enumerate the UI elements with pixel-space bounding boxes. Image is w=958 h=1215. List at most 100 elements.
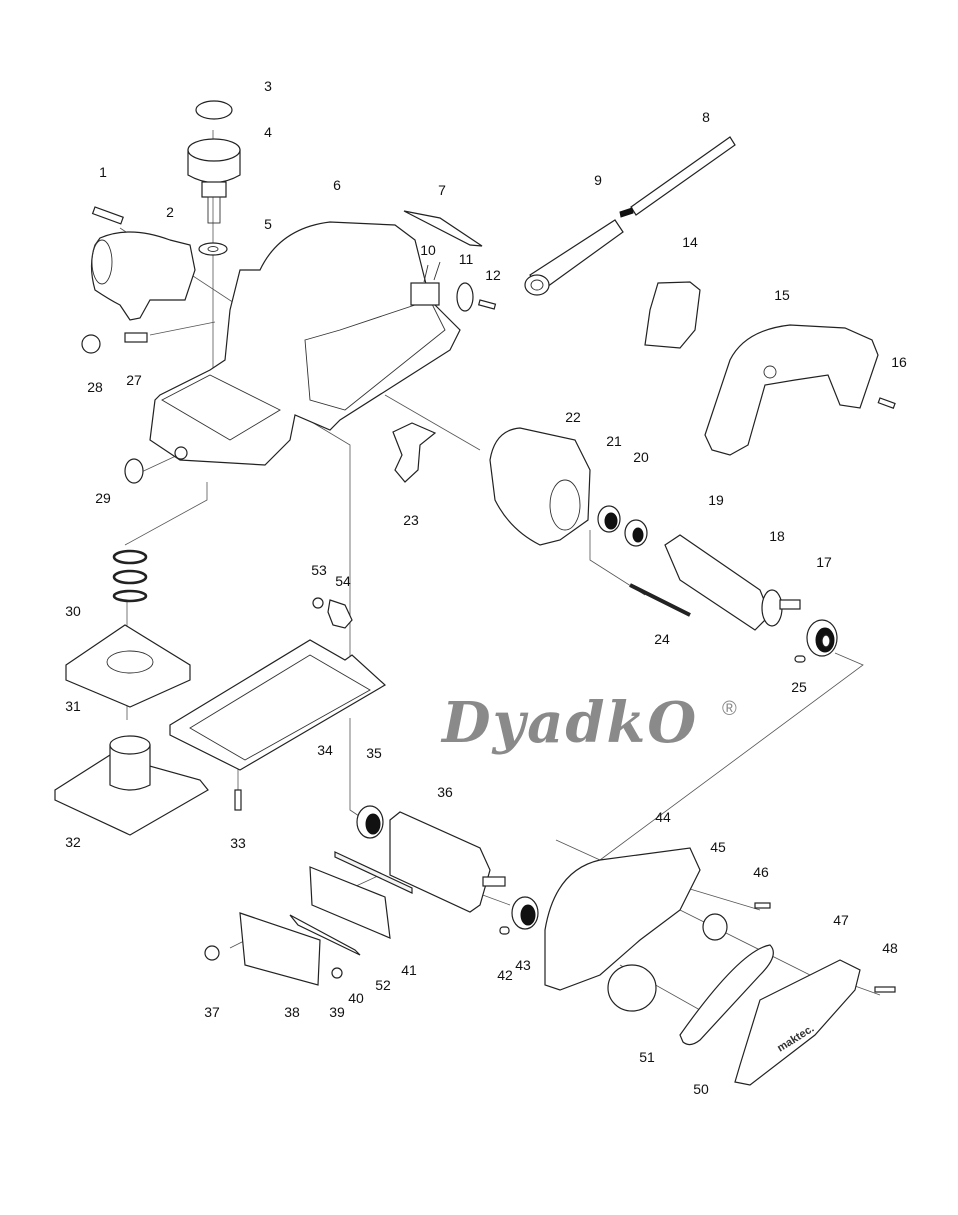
label-part-52: 52	[375, 977, 391, 993]
part-10-noise-suppressor[interactable]	[410, 261, 441, 306]
part-9-cord-guard[interactable]	[524, 219, 624, 296]
label-part-34: 34	[317, 742, 333, 758]
label-part-19: 19	[708, 492, 724, 508]
part-52-blade-holder[interactable]	[309, 866, 391, 939]
label-part-40: 40	[348, 990, 364, 1006]
label-part-29: 29	[95, 490, 111, 506]
part-18-fan[interactable]	[761, 589, 801, 627]
part-3-cap[interactable]	[195, 100, 233, 120]
part-44-belt-case[interactable]	[544, 847, 701, 991]
label-part-45: 45	[710, 839, 726, 855]
part-43-bearing[interactable]	[511, 896, 539, 930]
label-part-5: 5	[264, 216, 272, 232]
part-24-long-screw[interactable]	[629, 583, 691, 617]
label-part-8: 8	[702, 109, 710, 125]
part-29-knob[interactable]	[124, 458, 144, 484]
part-45-small-pulley[interactable]	[702, 913, 728, 941]
label-part-21: 21	[606, 433, 622, 449]
part-17-ball-bearing[interactable]	[806, 619, 838, 657]
label-part-23: 23	[403, 512, 419, 528]
label-part-22: 22	[565, 409, 581, 425]
label-part-42: 42	[497, 967, 513, 983]
label-part-48: 48	[882, 940, 898, 956]
part-31-pad[interactable]	[65, 624, 191, 708]
label-part-37: 37	[204, 1004, 220, 1020]
label-part-2: 2	[166, 204, 174, 220]
part-39-screw[interactable]	[331, 967, 343, 979]
label-part-32: 32	[65, 834, 81, 850]
label-part-47: 47	[833, 912, 849, 928]
part-20-bearing[interactable]	[624, 519, 648, 547]
part-53-nut[interactable]	[312, 597, 324, 609]
part-51-large-pulley[interactable]	[607, 964, 657, 1012]
part-21-bearing[interactable]	[597, 505, 621, 533]
label-part-51: 51	[639, 1049, 655, 1065]
part-12-screw[interactable]	[477, 299, 497, 310]
part-50-drive-belt[interactable]	[679, 944, 774, 1046]
label-part-54: 54	[335, 573, 351, 589]
label-part-12: 12	[485, 267, 501, 283]
part-14-switch[interactable]	[644, 281, 701, 349]
label-part-27: 27	[126, 372, 142, 388]
label-part-14: 14	[682, 234, 698, 250]
part-48-screw[interactable]	[874, 986, 896, 993]
part-1-screw[interactable]	[91, 206, 124, 225]
label-part-1: 1	[99, 164, 107, 180]
label-part-41: 41	[401, 962, 417, 978]
part-8-cord[interactable]	[619, 136, 736, 218]
label-part-16: 16	[891, 354, 907, 370]
part-34-front-shoe[interactable]	[169, 639, 387, 771]
label-part-11: 11	[459, 251, 474, 267]
label-part-28: 28	[87, 379, 103, 395]
part-40-adjust-plate[interactable]	[289, 914, 361, 956]
part-2-chip-deflector[interactable]	[90, 231, 196, 321]
part-41-blade[interactable]	[334, 851, 413, 894]
part-38-set-plate[interactable]	[239, 912, 321, 986]
part-15-handle[interactable]	[704, 324, 879, 456]
part-35-bearing[interactable]	[356, 805, 384, 839]
label-part-10: 10	[420, 242, 436, 258]
part-32-base-plate[interactable]	[54, 735, 209, 836]
part-37-bolt[interactable]	[204, 945, 220, 961]
part-46-screw[interactable]	[754, 902, 771, 909]
part-22-field[interactable]	[489, 427, 591, 546]
part-19-armature[interactable]	[664, 534, 771, 631]
part-36-drum[interactable]	[389, 811, 506, 913]
assembly-lines	[119, 130, 881, 1011]
label-part-39: 39	[329, 1004, 345, 1020]
label-part-53: 53	[311, 562, 327, 578]
label-part-17: 17	[816, 554, 832, 570]
part-7-label[interactable]	[403, 210, 483, 247]
part-23-lever[interactable]	[392, 422, 437, 483]
part-16-screw[interactable]	[877, 397, 896, 409]
part-25-key[interactable]	[794, 655, 806, 663]
label-part-36: 36	[437, 784, 453, 800]
label-part-31: 31	[65, 698, 81, 714]
label-part-30: 30	[65, 603, 81, 619]
label-part-44: 44	[655, 809, 671, 825]
part-4-depth-knob[interactable]	[187, 138, 241, 224]
part-33-screw[interactable]	[234, 789, 242, 811]
label-part-9: 9	[594, 172, 602, 188]
label-part-4: 4	[264, 124, 272, 140]
watermark-text: DyadkO	[440, 690, 698, 756]
part-5-washer[interactable]	[198, 242, 228, 256]
label-part-38: 38	[284, 1004, 300, 1020]
part-11-brush-holder[interactable]	[456, 282, 474, 312]
label-part-25: 25	[791, 679, 807, 695]
registered-mark: ®	[722, 698, 737, 720]
part-42-key[interactable]	[499, 926, 510, 935]
part-28-brush-cap[interactable]	[81, 334, 101, 354]
label-part-7: 7	[438, 182, 446, 198]
label-part-20: 20	[633, 449, 649, 465]
part-27-carbon-brush[interactable]	[124, 332, 148, 343]
label-part-46: 46	[753, 864, 769, 880]
part-54-stopper[interactable]	[327, 599, 353, 629]
label-part-43: 43	[515, 957, 531, 973]
part-6-main-housing[interactable]	[149, 221, 461, 466]
label-part-33: 33	[230, 835, 246, 851]
part-30-spring[interactable]	[112, 549, 148, 603]
label-part-6: 6	[333, 177, 341, 193]
